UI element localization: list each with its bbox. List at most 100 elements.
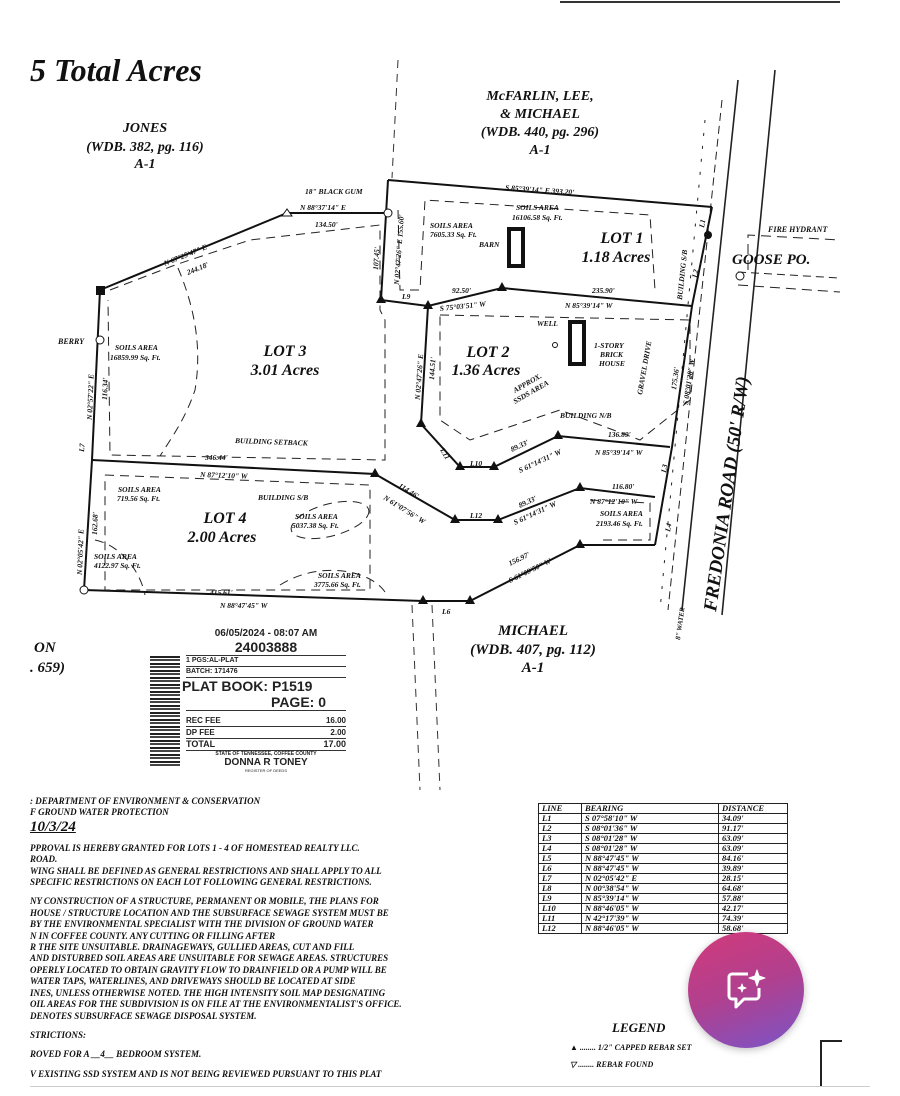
line-label: L6 [441,607,451,616]
table-cell: 64.68' [718,883,788,894]
neighbor-jones: JONES (WDB. 382, pg. 116) A-1 [86,121,203,172]
plat-book: PLAT BOOK: P1519 [182,678,313,694]
soils-area-label: 2193.46 Sq. Ft. [595,519,643,528]
table-cell: N 88°47'45" W [581,863,719,874]
neighbor-cut-label: . 659) [30,660,65,676]
stamp-register: DONNA R TONEY [224,757,308,768]
black-gum-label: 18" BLACK GUM [305,187,363,196]
monument-icon [96,286,105,295]
table-cell: 42.17' [718,903,788,914]
boundary-labels: 18" BLACK GUM S 85°39'14" E 393.20' N 88… [75,183,707,616]
distance-label: 116.80' [612,482,634,491]
note-line: 10/3/24 [30,818,76,835]
bearing-label: N 88°37'14" E [299,203,346,212]
note-line: V EXISTING SSD SYSTEM AND IS NOT BEING R… [30,1068,382,1079]
distance-label: 107.45' [371,247,382,270]
table-cell: L2 [538,823,582,834]
table-cell: L1 [538,813,582,824]
note-line: SPECIFIC RESTRICTIONS ON EACH LOT FOLLOW… [30,877,372,888]
house-icon [568,320,586,366]
table-cell: 84.16' [718,853,788,864]
plat-page: PAGE: 0 [186,694,346,711]
note-line: OIL AREAS FOR THE SUBDIVISION IS ON FILE… [30,999,402,1010]
neighbor-mcfarlin: McFARLIN, LEE, & MICHAEL (WDB. 440, pg. … [481,89,599,158]
distance-label: 144.51' [427,357,438,380]
rebar-set-icon [553,430,563,439]
note-line: N IN COFFEE COUNTY. ANY CUTTING OR FILLI… [30,930,276,941]
table-cell: S 08°01'28" W [581,843,719,854]
table-cell: N 00°38'54" W [581,883,719,894]
distance-label: 346.44' [204,453,228,462]
page-top-rule [560,1,840,3]
table-cell: 63.09' [718,843,788,854]
note-line: DENOTES SUBSURFACE SEWAGE DISPOSAL SYSTE… [30,1010,257,1021]
soils-area-label: SOILS AREA [94,552,137,561]
house-label: 1-STORY [594,341,625,350]
bearing-label: N 85°39'14" W [594,448,644,457]
note-line: ROAD. [30,854,58,865]
rebar-found-icon [281,208,293,217]
table-cell: N 88°46'05" W [581,903,719,914]
stamp-number: 24003888 [186,639,346,656]
bearing-label: S 85°39'14" E 393.20' [505,183,575,197]
bearing-label: N 02°47'26" E 155.60' [392,214,406,286]
svg-text:(WDB. 440, pg. 296): (WDB. 440, pg. 296) [481,125,599,140]
note-line: AND DISTURBED SOIL AREAS ARE UNSUITABLE … [30,953,389,964]
goose-pond-road-label: GOOSE PO. [732,252,810,268]
neighbor-michael: MICHAEL (WDB. 407, pg. 112) A-1 [470,623,596,676]
table-cell: S 07°58'10" W [581,813,719,824]
sparkle-chat-icon [727,969,766,1009]
stamp-datetime: 06/05/2024 - 08:07 AM [214,628,318,639]
soils-area-label: SOILS AREA [118,485,161,494]
table-cell: BEARING [581,803,719,814]
table-cell: L12 [538,923,582,934]
distance-label: 244.18' [184,260,209,277]
soils-area-label: 719.56 Sq. Ft. [117,494,160,503]
ai-assistant-button[interactable] [688,932,804,1048]
stamp-county: STATE OF TENNESSEE, COFFEE COUNTY [215,751,317,757]
page-title: 5 Total Acres [30,52,202,88]
note-line: STRICTIONS: [30,1029,87,1040]
table-cell: 57.88' [718,893,788,904]
berry-label: BERRY [57,337,85,346]
note-line [30,1061,470,1069]
line-label: L12 [469,511,482,520]
svg-text:JONES: JONES [122,121,168,136]
bearing-label: N 85°39'14" W [564,301,614,310]
fire-hydrant-icon [735,271,745,281]
lot-2-name: LOT 2 [465,344,509,361]
note-line: WING SHALL BE DEFINED AS GENERAL RESTRIC… [30,865,382,876]
soils-area-label: 5037.38 Sq. Ft. [292,521,339,530]
note-line: PPROVAL IS HEREBY GRANTED FOR LOTS 1 - 4… [30,842,360,853]
rebar-set-icon [575,482,585,491]
soils-area-label: 3775.66 Sq. Ft. [313,580,361,589]
approval-notes: : DEPARTMENT OF ENVIRONMENT & CONSERVATI… [30,796,470,1080]
line-label: L11 [438,446,452,461]
note-line: R THE SITE UNSUITABLE. DRAINAGEWAYS, GUL… [30,942,355,953]
distance-label: 235.90' [591,286,615,295]
rebar-set-icon [376,294,386,303]
soils-area-label: SOILS AREA [115,343,158,352]
table-cell: L9 [538,893,582,904]
berry-tree-icon [95,335,105,345]
rebar-set-icon [418,595,428,604]
table-cell: N 42°17'39" W [581,913,719,924]
table-cell: L5 [538,853,582,864]
stamp-batch: BATCH: 171476 [186,667,346,678]
fire-hydrant-label: FIRE HYDRANT [767,225,828,234]
well-icon [552,342,558,348]
legend-item: ▲ ........ 1/2" CAPPED REBAR SET [570,1043,692,1052]
note-line [30,1041,470,1049]
table-cell: 63.09' [718,833,788,844]
rebar-set-icon [423,300,433,309]
buildings [507,227,586,366]
table-cell: 28.15' [718,873,788,884]
